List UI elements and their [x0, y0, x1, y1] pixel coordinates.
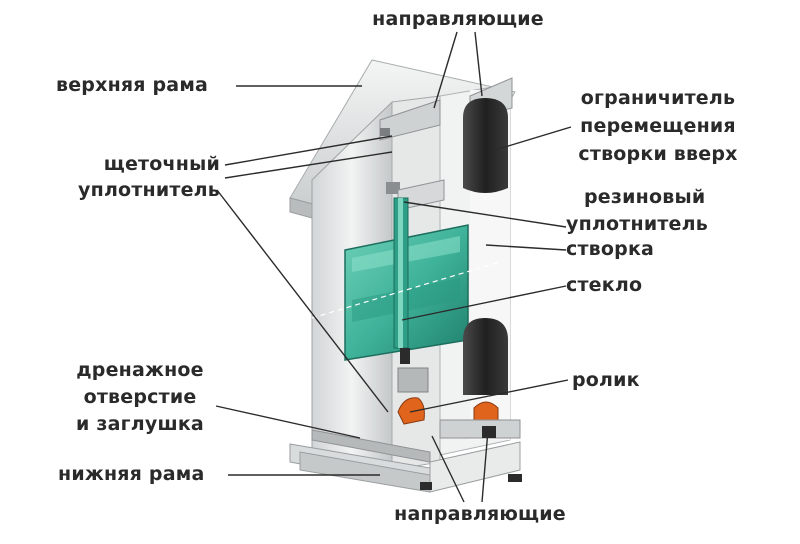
leader-lines [215, 31, 572, 503]
label-limiter-line1: ограничитель [580, 87, 736, 109]
label-rubber-seal-line1: резиновый [584, 186, 706, 208]
label-top-frame: верхняя рама [56, 74, 209, 96]
label-drain-line2: отверстие [83, 386, 197, 408]
label-drain-line3: и заглушка [76, 413, 204, 435]
upward-stop-rubber [463, 98, 508, 193]
lower-rubber [463, 318, 508, 395]
label-sash: створка [566, 238, 655, 260]
label-rubber-seal-line2: уплотнитель [566, 213, 708, 235]
label-guides-top: направляющие [372, 8, 544, 30]
label-guides-bottom: направляющие [394, 503, 566, 525]
drain-plug [397, 397, 425, 425]
label-bottom-frame: нижняя рама [58, 463, 205, 485]
label-brush-seal-line1: щеточный [103, 153, 220, 175]
label-limiter-line3: створки вверх [578, 143, 738, 165]
label-drain-line1: дренажное [76, 359, 204, 381]
label-brush-seal-line2: уплотнитель [78, 179, 220, 201]
label-roller: ролик [572, 369, 640, 391]
label-limiter-line2: перемещения [580, 115, 736, 137]
label-glass: стекло [566, 274, 643, 296]
